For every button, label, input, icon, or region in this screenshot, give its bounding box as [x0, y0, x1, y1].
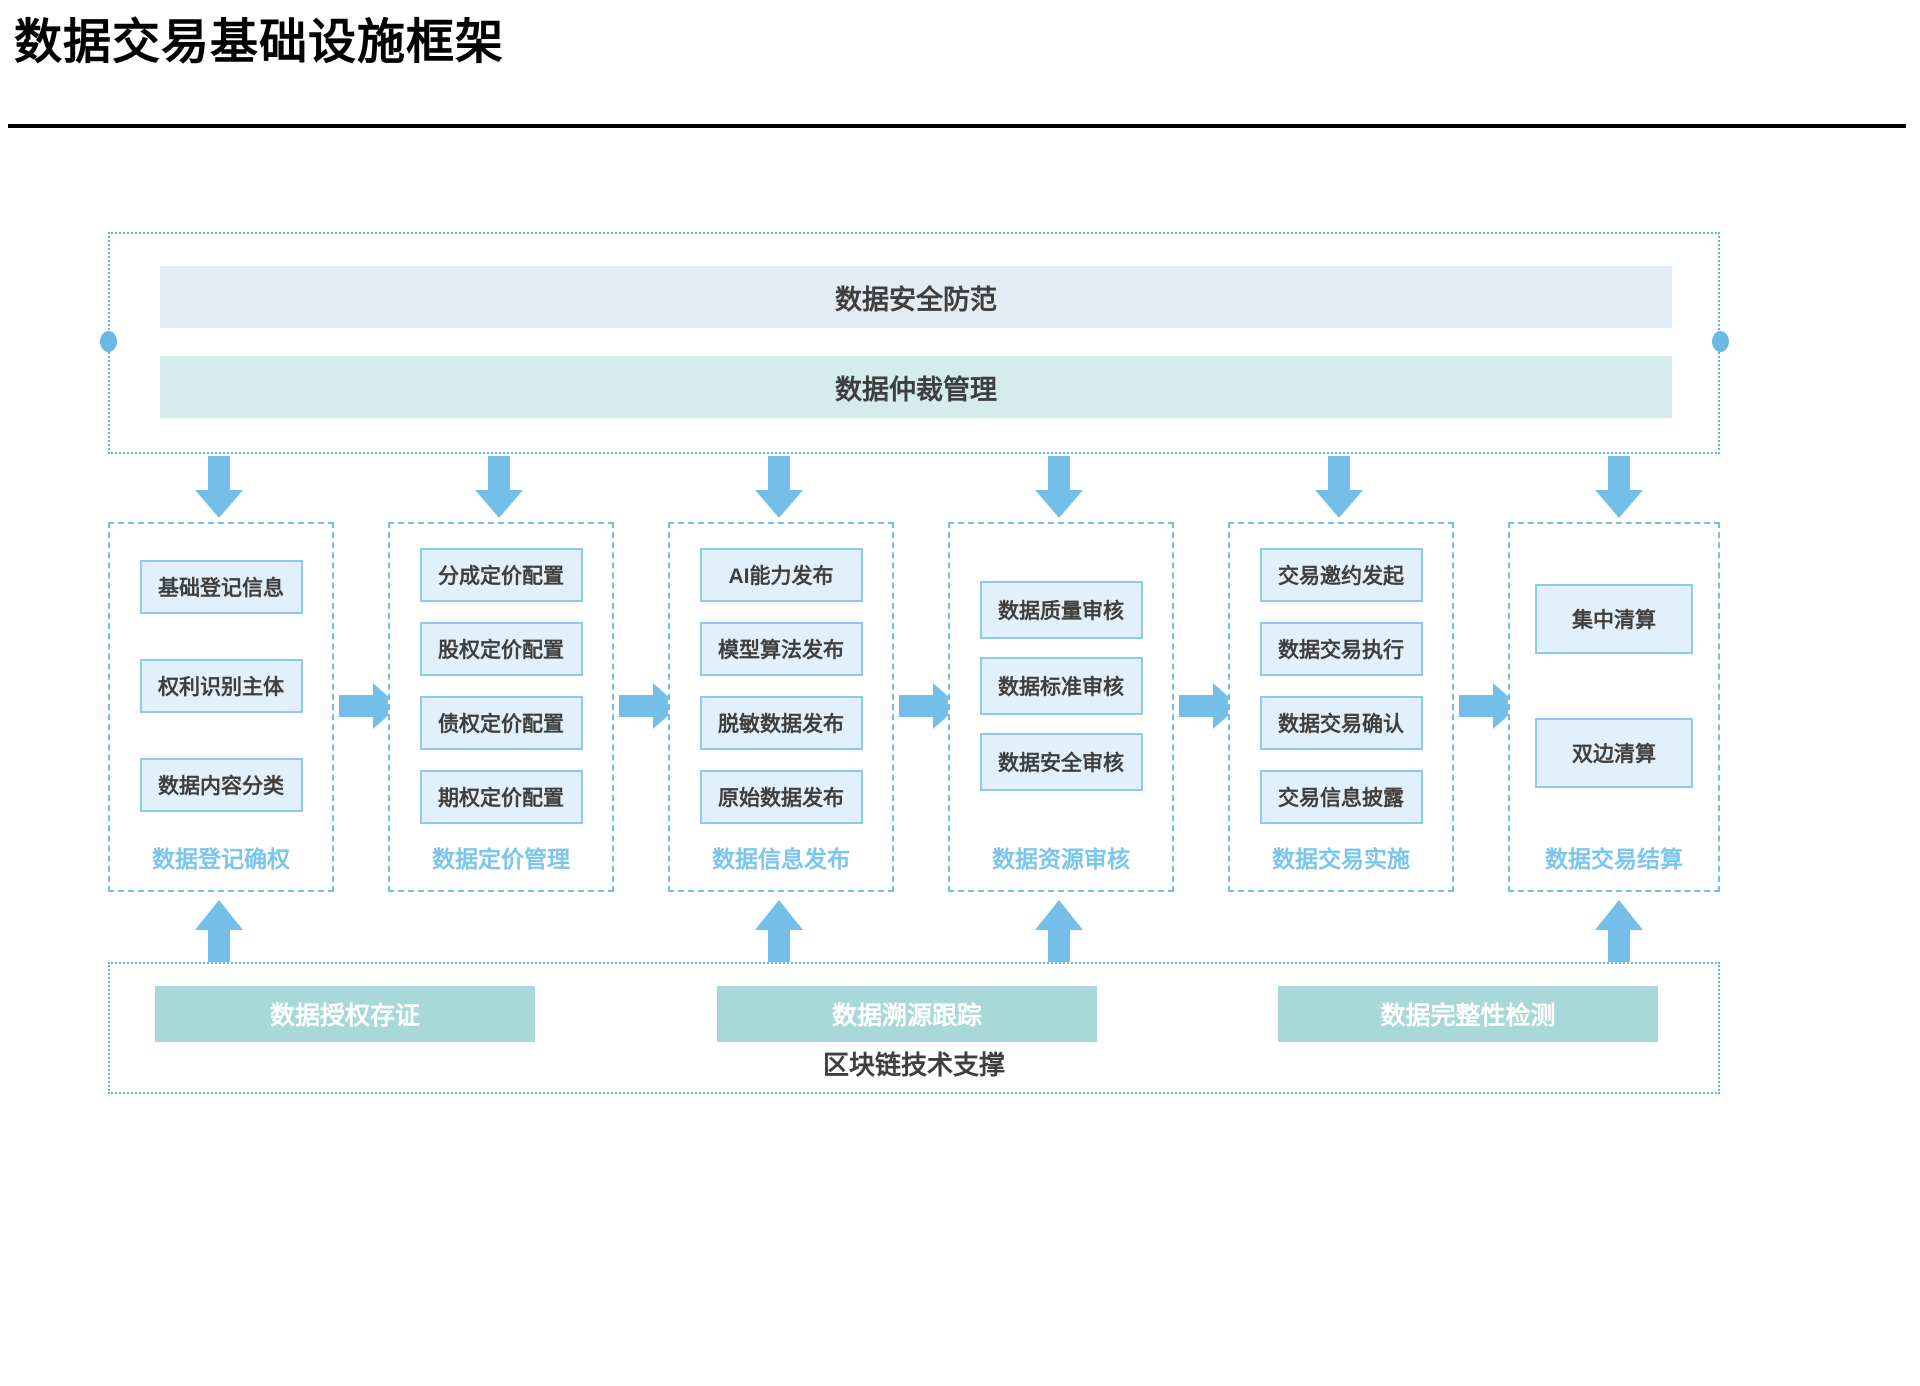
stage-column-pricing[interactable]: 分成定价配置 股权定价配置 债权定价配置 期权定价配置 数据定价管理 [388, 522, 614, 892]
connector-dot-right [1712, 331, 1729, 352]
stage-column-label: 数据登记确权 [152, 846, 290, 872]
stage-item[interactable]: 权利识别主体 [139, 658, 303, 713]
down-arrow-icon-4 [1035, 456, 1083, 518]
down-arrow-icon-1 [195, 456, 243, 518]
stage-item[interactable]: 数据标准审核 [979, 657, 1143, 715]
down-arrow-icon-6 [1595, 456, 1643, 518]
stage-column-label: 数据交易实施 [1272, 846, 1410, 872]
stage-item[interactable]: 数据内容分类 [139, 757, 303, 812]
down-arrow-icon-5 [1315, 456, 1363, 518]
stage-item[interactable]: 数据交易执行 [1259, 622, 1423, 676]
governance-band-security: 数据安全防范 [160, 266, 1672, 328]
stage-item[interactable]: 交易信息披露 [1259, 770, 1423, 824]
stage-item[interactable]: AI能力发布 [699, 548, 863, 602]
stage-item[interactable]: 数据交易确认 [1259, 696, 1423, 750]
stage-column-label: 数据资源审核 [992, 846, 1130, 872]
stage-column-publishing[interactable]: AI能力发布 模型算法发布 脱敏数据发布 原始数据发布 数据信息发布 [668, 522, 894, 892]
stage-item[interactable]: 股权定价配置 [419, 622, 583, 676]
stage-item[interactable]: 数据质量审核 [979, 581, 1143, 639]
stage-item[interactable]: 模型算法发布 [699, 622, 863, 676]
stage-column-label: 数据定价管理 [432, 846, 570, 872]
title-divider [8, 124, 1906, 128]
stage-column-audit[interactable]: 数据质量审核 数据标准审核 数据安全审核 数据资源审核 [948, 522, 1174, 892]
up-arrow-icon-4 [1595, 900, 1643, 974]
stage-item[interactable]: 分成定价配置 [419, 548, 583, 602]
blockchain-capability-box[interactable]: 数据溯源跟踪 [717, 986, 1097, 1042]
down-arrow-icon-2 [475, 456, 523, 518]
page-title: 数据交易基础设施框架 [14, 16, 505, 69]
stage-item[interactable]: 数据安全审核 [979, 733, 1143, 791]
stage-column-execution[interactable]: 交易邀约发起 数据交易执行 数据交易确认 交易信息披露 数据交易实施 [1228, 522, 1454, 892]
governance-band-arbitration: 数据仲裁管理 [160, 356, 1672, 418]
stage-column-label: 数据交易结算 [1545, 846, 1683, 872]
stage-item[interactable]: 债权定价配置 [419, 696, 583, 750]
stage-item[interactable]: 原始数据发布 [699, 770, 863, 824]
stage-column-settlement[interactable]: 集中清算 双边清算 数据交易结算 [1508, 522, 1720, 892]
stage-column-label: 数据信息发布 [712, 846, 850, 872]
governance-panel: 数据安全防范 数据仲裁管理 [108, 232, 1720, 454]
stage-item[interactable]: 双边清算 [1535, 718, 1693, 788]
down-arrow-icon-3 [755, 456, 803, 518]
stage-item[interactable]: 基础登记信息 [139, 560, 303, 615]
blockchain-panel-caption: 区块链技术支撑 [822, 1050, 1005, 1080]
stage-item[interactable]: 期权定价配置 [419, 770, 583, 824]
connector-dot-left [100, 331, 117, 352]
stage-item[interactable]: 集中清算 [1535, 584, 1693, 654]
blockchain-capability-box[interactable]: 数据授权存证 [155, 986, 535, 1042]
stage-item[interactable]: 脱敏数据发布 [699, 696, 863, 750]
stage-column-registration[interactable]: 基础登记信息 权利识别主体 数据内容分类 数据登记确权 [108, 522, 334, 892]
blockchain-capability-box[interactable]: 数据完整性检测 [1278, 986, 1658, 1042]
stage-item[interactable]: 交易邀约发起 [1259, 548, 1423, 602]
blockchain-panel: 数据授权存证 数据溯源跟踪 数据完整性检测 区块链技术支撑 [108, 962, 1720, 1094]
